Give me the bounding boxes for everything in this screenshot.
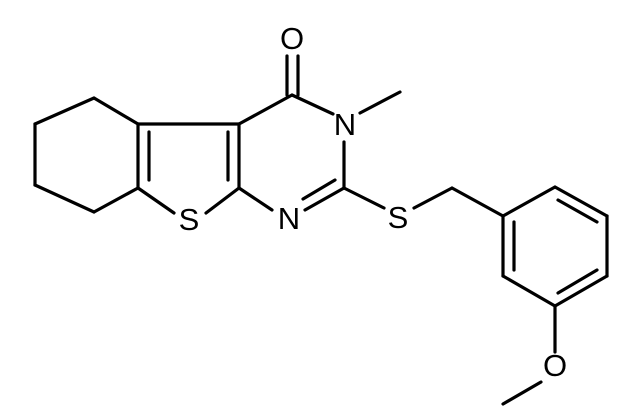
double-bond-inner: [301, 178, 337, 201]
bond: [450, 186, 505, 218]
bond: [92, 96, 140, 126]
bond: [136, 186, 176, 215]
thiophene-ring: [136, 122, 241, 215]
bond: [553, 274, 609, 308]
bond: [412, 186, 454, 210]
carbonyl-oxygen-label: O: [280, 21, 304, 56]
ring-nitrogen-methyl-label: N: [334, 107, 356, 142]
bond: [553, 185, 609, 218]
bond: [303, 186, 346, 212]
bond: [290, 93, 335, 116]
pyrimidinone-ring: [226, 93, 346, 212]
bond: [92, 186, 140, 214]
bond: [237, 93, 294, 126]
double-bond-inner: [556, 198, 599, 224]
thioether-sulfur-label: S: [388, 200, 409, 235]
methyl-bond: [358, 90, 402, 115]
bond: [204, 186, 241, 215]
cyclohexane-ring: [33, 96, 140, 214]
bond: [33, 183, 96, 214]
double-bond-inner: [556, 268, 599, 295]
bond: [342, 186, 386, 210]
ring-nitrogen-label: N: [278, 201, 300, 236]
bond: [237, 186, 274, 212]
methoxy-group: [501, 304, 557, 406]
bond: [501, 380, 543, 406]
thioether-linkage: [342, 186, 505, 218]
benzene-ring: [501, 185, 609, 308]
bond: [501, 274, 557, 308]
methoxy-oxygen-label: O: [543, 348, 567, 383]
bond: [501, 185, 557, 218]
carbonyl-group: [285, 54, 300, 97]
ring-sulfur-label: S: [179, 202, 200, 237]
bond: [33, 96, 96, 126]
